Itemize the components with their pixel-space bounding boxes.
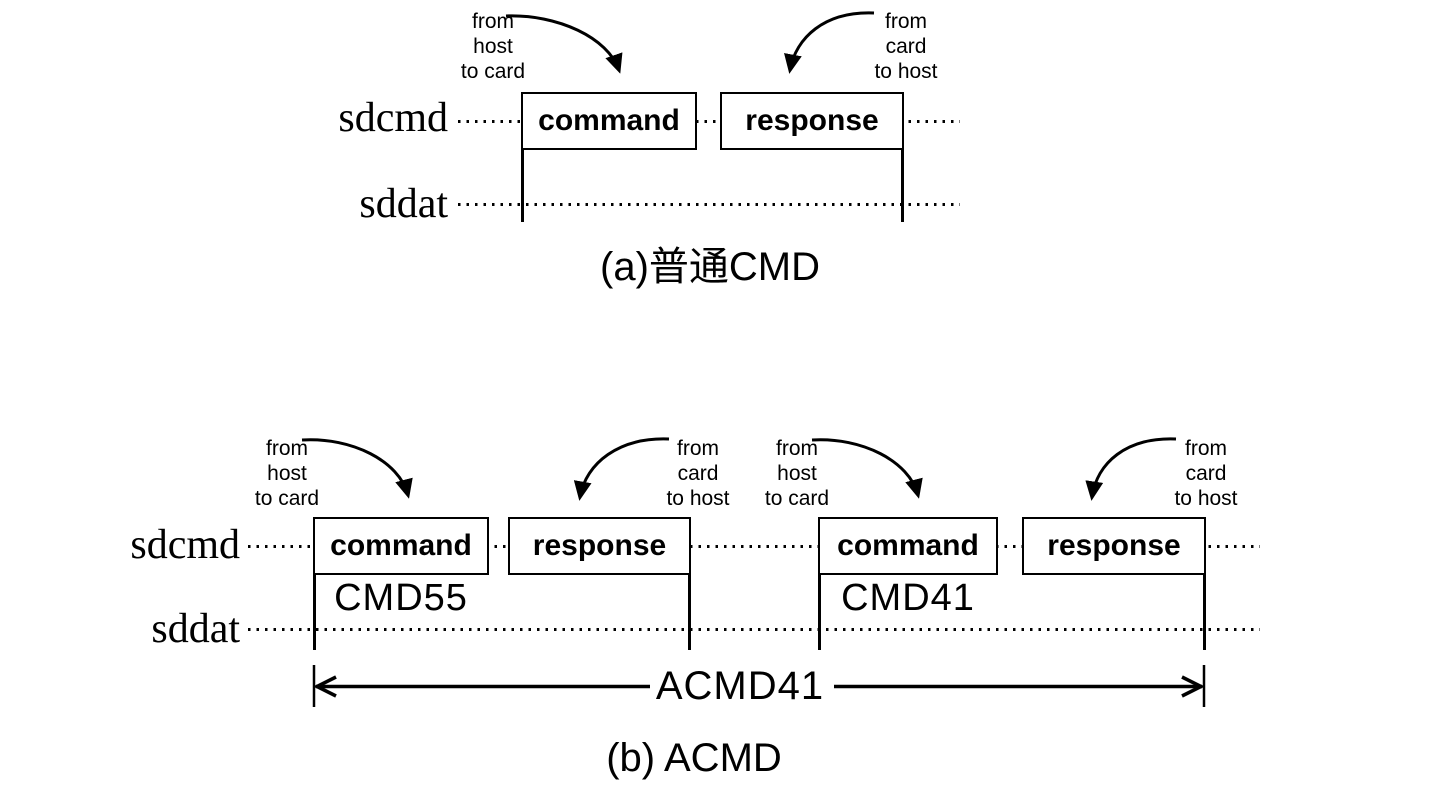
annotation-host-to-card-a: from host to card: [433, 9, 553, 84]
annotation-line: to card: [460, 60, 526, 83]
response-box-b2: response: [1022, 517, 1206, 575]
response-box-a: response: [720, 92, 904, 150]
command-box-b2: command: [818, 517, 998, 575]
response-box-label: response: [532, 529, 667, 562]
annotation-line: card: [1185, 462, 1227, 485]
annotation-line: card: [677, 462, 719, 485]
annotation-line: host: [267, 462, 307, 485]
command-box-b1: command: [313, 517, 489, 575]
command-box-label: command: [837, 529, 979, 562]
command-box-label: command: [330, 529, 472, 562]
annotation-line: card: [885, 35, 927, 58]
annotation-line: from: [1185, 437, 1227, 460]
busy-window-line: [521, 148, 524, 222]
command-box-label: command: [538, 104, 680, 137]
annotation-card-to-host-b2: from card to host: [1146, 436, 1266, 511]
sdcmd-line-b: [248, 545, 1260, 548]
dimension-arrowhead-left-icon: [313, 675, 337, 698]
cmd55-label: CMD55: [334, 577, 468, 619]
annotation-line: from: [266, 437, 308, 460]
signal-label-sdcmd-b: sdcmd: [130, 522, 240, 568]
busy-window-line: [313, 573, 316, 650]
annotation-line: to card: [764, 487, 830, 510]
sddat-line-b: [248, 628, 1260, 631]
annotation-card-to-host-a: from card to host: [846, 9, 966, 84]
busy-window-line: [688, 573, 691, 650]
response-box-b1: response: [508, 517, 691, 575]
annotation-host-to-card-b1: from host to card: [227, 436, 347, 511]
caption-b: (b) ACMD: [606, 736, 782, 780]
annotation-line: to host: [1174, 487, 1238, 510]
sddat-line-a: [458, 203, 960, 206]
signal-label-sddat-b: sddat: [151, 606, 240, 652]
annotation-host-to-card-b2: from host to card: [737, 436, 857, 511]
command-box-a: command: [521, 92, 697, 150]
busy-window-line: [818, 573, 821, 650]
annotation-line: host: [473, 35, 513, 58]
annotation-line: host: [777, 462, 817, 485]
annotation-line: from: [472, 10, 514, 33]
annotation-line: from: [776, 437, 818, 460]
signal-label-sddat-a: sddat: [359, 181, 448, 227]
sdcmd-line-a: [458, 120, 960, 123]
annotation-card-to-host-b1: from card to host: [638, 436, 758, 511]
annotation-line: to host: [666, 487, 730, 510]
busy-window-line: [1203, 573, 1206, 650]
annotation-line: from: [885, 10, 927, 33]
annotation-line: to host: [874, 60, 938, 83]
caption-a: (a)普通CMD: [600, 245, 820, 289]
busy-window-line: [901, 148, 904, 222]
annotation-line: to card: [254, 487, 320, 510]
response-box-label: response: [745, 104, 879, 137]
acmd41-span-label: ACMD41: [655, 664, 825, 708]
response-box-label: response: [1047, 529, 1181, 562]
dimension-arrowhead-right-icon: [1181, 675, 1205, 698]
signal-label-sdcmd-a: sdcmd: [338, 95, 448, 141]
annotation-line: from: [677, 437, 719, 460]
cmd41-label: CMD41: [841, 577, 975, 619]
